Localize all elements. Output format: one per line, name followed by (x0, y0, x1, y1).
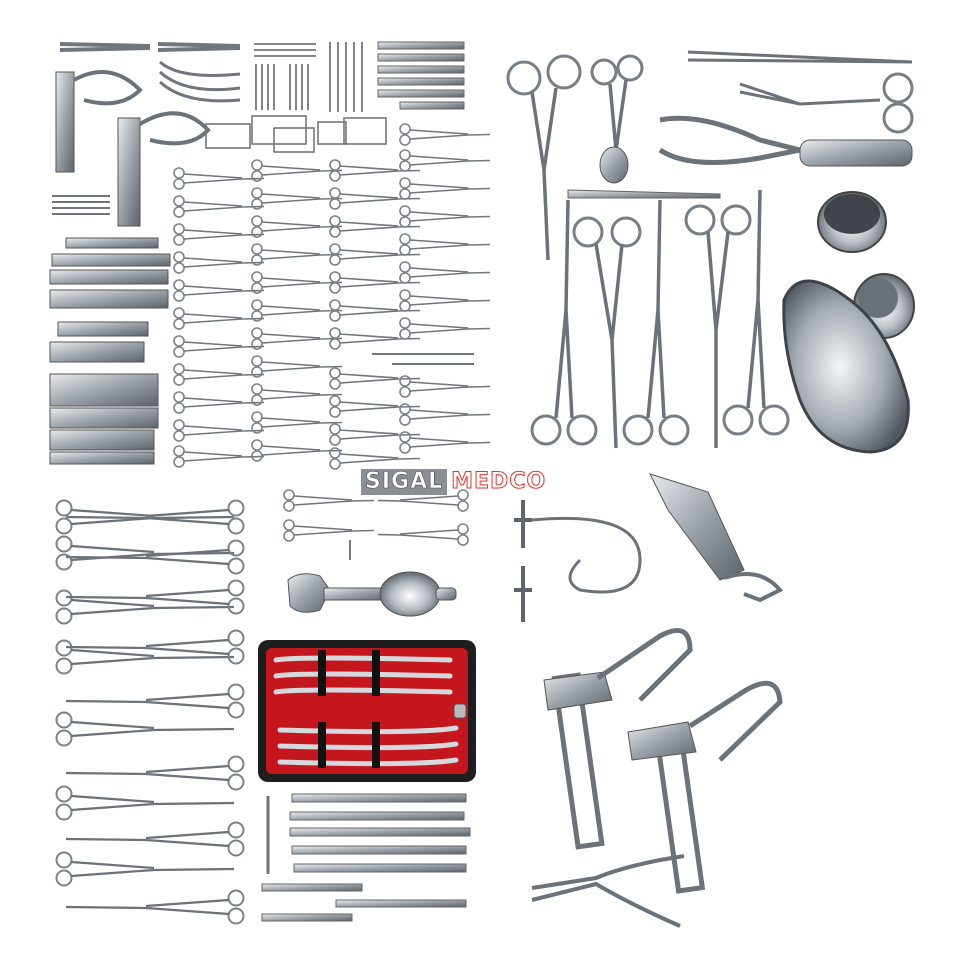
top-right-instrument-group (506, 50, 915, 454)
brand-word-medco: MEDCO (451, 469, 547, 495)
top-left-instrument-group (49, 42, 241, 465)
dilator-case (258, 640, 476, 782)
small-scissors-group (283, 489, 469, 560)
small-probes-right (372, 353, 474, 365)
bottom-right-instrument-group (514, 473, 784, 928)
small-forceps-rows (173, 123, 491, 470)
brand-logo: SIGAL MEDCO (361, 468, 605, 496)
brand-word-sigal: SIGAL (361, 469, 448, 495)
retractor-frames (205, 115, 387, 153)
bottom-center-instruments (261, 793, 471, 922)
elevator-set (377, 41, 465, 110)
probe-and-blade-set (254, 42, 363, 112)
bottom-left-forceps-column (55, 499, 245, 925)
speculum (287, 571, 457, 617)
